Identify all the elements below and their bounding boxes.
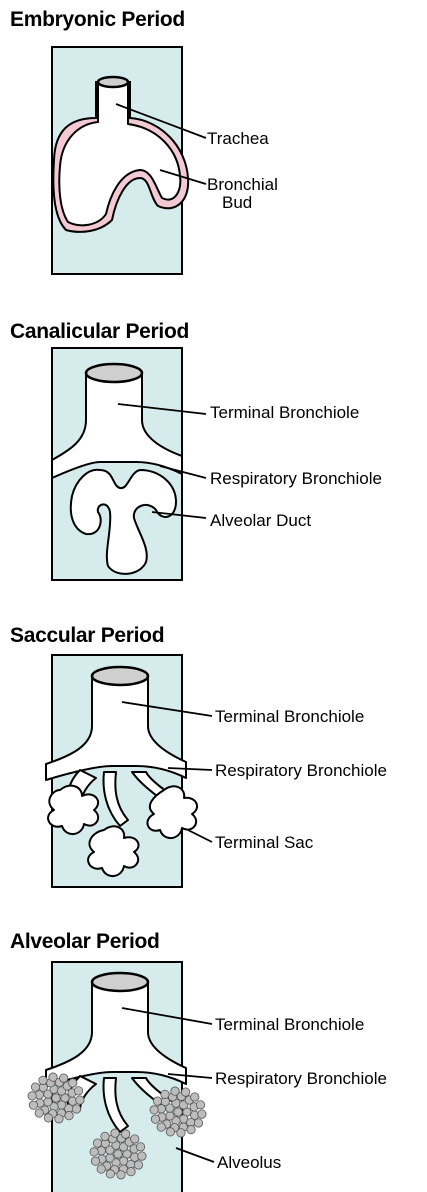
alveolus-bubble	[181, 1088, 189, 1096]
alveolus-bubble	[35, 1109, 43, 1117]
alveolus-bubble	[101, 1132, 109, 1140]
label-respiratory-bronchiole-4: Respiratory Bronchiole	[215, 1070, 387, 1088]
alveolus-bubble	[157, 1123, 165, 1131]
alveolus-bubble	[166, 1112, 174, 1120]
alveolus-bubble	[59, 1074, 67, 1082]
alveolus-bubble	[49, 1073, 57, 1081]
alveolus-bubble	[52, 1094, 60, 1102]
alveolus-bubble	[72, 1105, 80, 1113]
alveolus-bubble	[134, 1161, 142, 1169]
label-terminal-bronchiole-4: Terminal Bronchiole	[215, 1016, 364, 1034]
alveolus-bubble	[97, 1165, 105, 1173]
label-alveolus: Alveolus	[217, 1154, 281, 1172]
alveolus-bubble	[28, 1092, 36, 1100]
alveolus-bubble	[90, 1148, 98, 1156]
alveolus-bubble	[136, 1143, 144, 1151]
alveolus-bubble	[191, 1093, 199, 1101]
alveolus-bubble	[114, 1150, 122, 1158]
alveolus-bubble	[196, 1101, 204, 1109]
alveolus-bubble	[153, 1097, 161, 1105]
bronchiole-opening-4	[92, 973, 148, 991]
alveolus-bubble	[111, 1129, 119, 1137]
alveolus-bubble	[138, 1152, 146, 1160]
alveolus-bubble	[76, 1096, 84, 1104]
alveolus-bubble	[93, 1139, 101, 1147]
alveolus-bubble	[44, 1098, 52, 1106]
alveolus-bubble	[55, 1115, 63, 1123]
alveolus-bubble	[69, 1079, 77, 1087]
alveolus-bubble	[194, 1119, 202, 1127]
alveolus-bubble	[39, 1076, 47, 1084]
alveolus-bubble	[121, 1130, 129, 1138]
alveolus-bubble	[171, 1087, 179, 1095]
alveolus-bubble	[44, 1114, 52, 1122]
alveolus-bubble	[31, 1083, 39, 1091]
alveolus-bubble	[106, 1170, 114, 1178]
alveolus-bubble	[127, 1167, 135, 1175]
alveolus-bubble	[131, 1135, 139, 1143]
alveolus-bubble	[161, 1090, 169, 1098]
alveolus-bubble	[150, 1106, 158, 1114]
alveolus-bubble	[74, 1087, 82, 1095]
alveolus-bubble	[166, 1128, 174, 1136]
alveolus-bubble	[187, 1125, 195, 1133]
alveolus-bubble	[177, 1129, 185, 1137]
alveolus-bubble	[91, 1157, 99, 1165]
alveolus-bubble	[174, 1108, 182, 1116]
alveolus-bubble	[198, 1110, 206, 1118]
alveolus-bubble	[151, 1115, 159, 1123]
alveolus-bubble	[65, 1111, 73, 1119]
alveolus-bubble	[117, 1171, 125, 1179]
alveolus-bubble	[106, 1154, 114, 1162]
alveolus-bubble	[29, 1101, 37, 1109]
